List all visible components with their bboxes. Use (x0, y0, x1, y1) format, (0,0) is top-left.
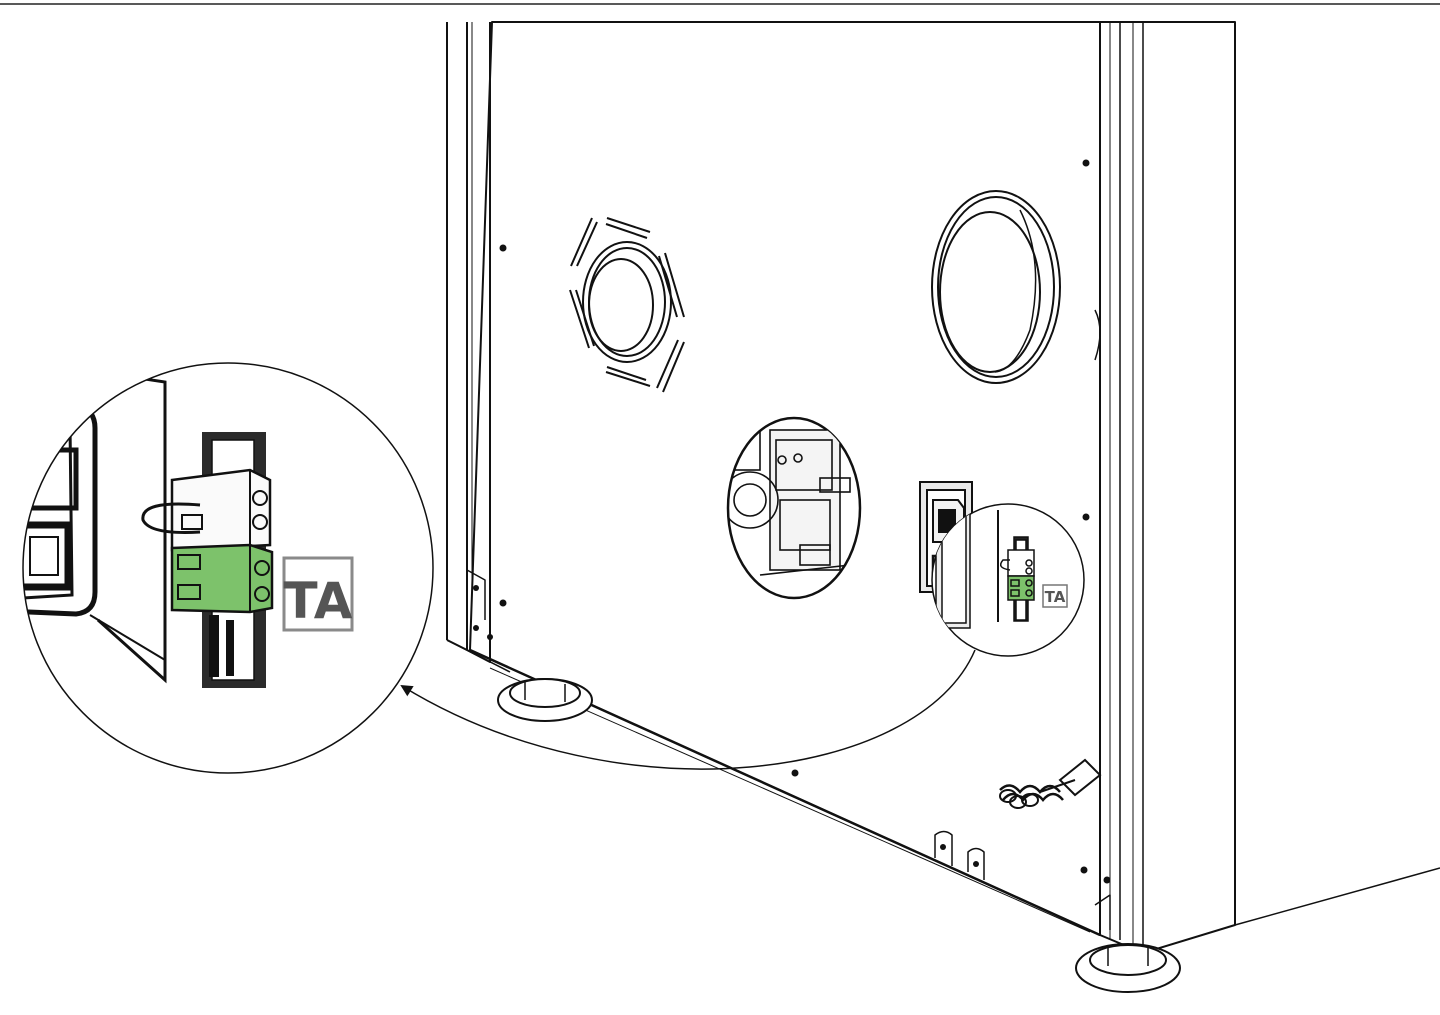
flue-outlet-left (569, 217, 685, 393)
connector-detail-small: TA (931, 503, 1085, 657)
connector-detail-zoom: TA (22, 362, 434, 774)
zoom-leader-arrow (400, 649, 976, 770)
connector-label-zoom: TA (284, 572, 353, 630)
cable-gland (999, 758, 1102, 809)
screws (473, 159, 1111, 884)
connector-label-small: TA (1045, 588, 1066, 606)
flue-outlet-right (931, 190, 1101, 384)
levelling-feet (497, 678, 1181, 993)
internal-cutaway (726, 416, 862, 600)
